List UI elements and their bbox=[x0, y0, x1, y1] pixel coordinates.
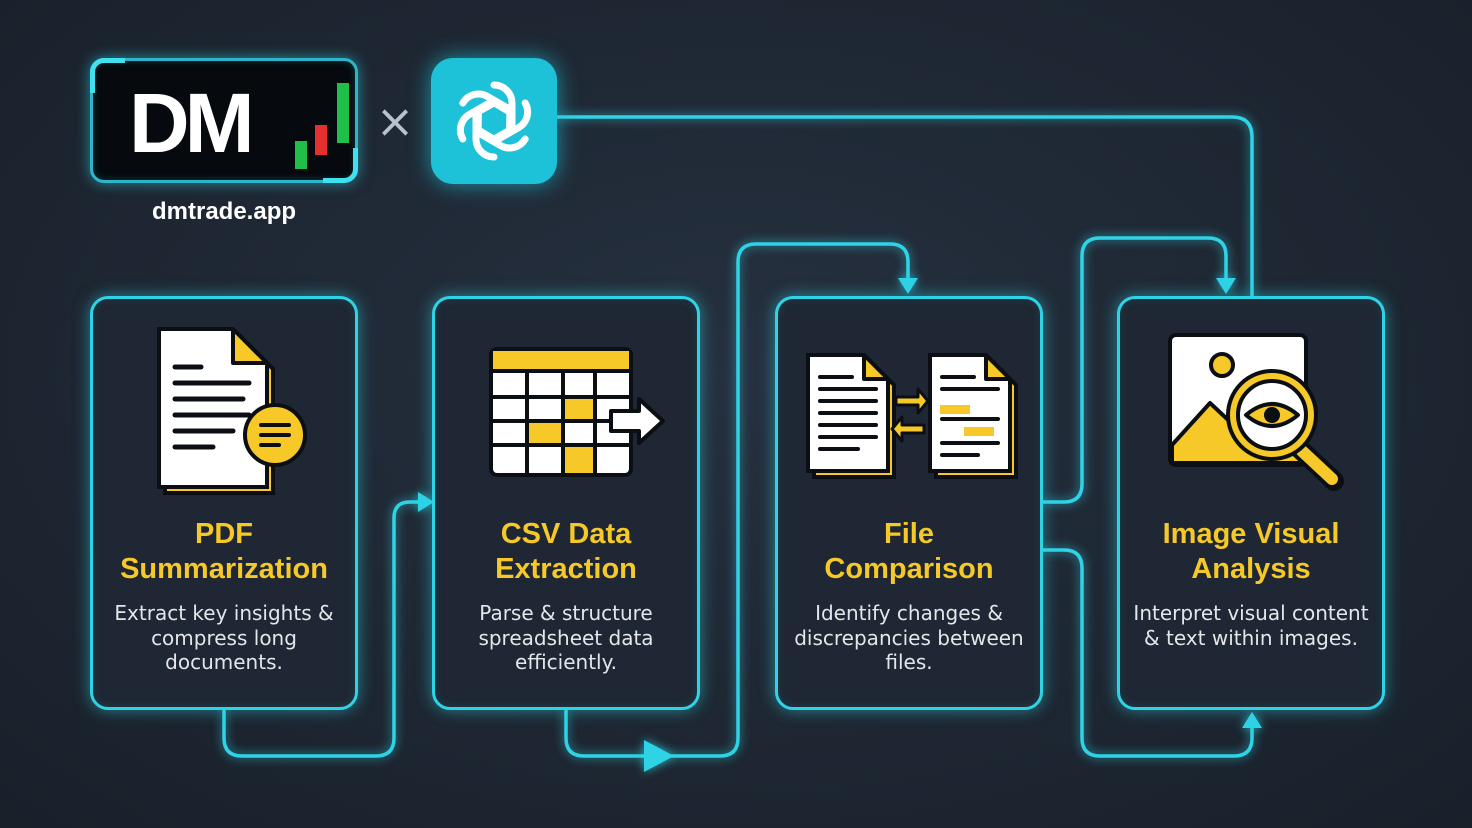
card-desc-line: & text within images. bbox=[1144, 625, 1358, 650]
connector-openai-to-image bbox=[555, 115, 1254, 298]
arrow-head-into-file bbox=[898, 278, 918, 294]
connector-file-to-image-bottom bbox=[1041, 548, 1254, 758]
card-desc-line: spreadsheet data bbox=[478, 625, 654, 650]
card-title-line: Image Visual bbox=[1162, 518, 1340, 550]
card-title-line: File bbox=[884, 518, 934, 550]
connector-csv-to-file bbox=[564, 242, 910, 758]
card-description: Identify changes & discrepancies between… bbox=[790, 601, 1028, 675]
logo-corner-accent bbox=[90, 58, 125, 93]
image-search-icon bbox=[1168, 333, 1344, 491]
card-desc-line: files. bbox=[885, 650, 933, 674]
times-separator: × bbox=[375, 94, 415, 148]
card-title-line: Summarization bbox=[120, 553, 328, 585]
logo-corner-accent bbox=[323, 148, 358, 183]
arrow-head-bottom-mid bbox=[644, 740, 674, 772]
card-file-comparison: File Comparison Identify changes & discr… bbox=[775, 296, 1043, 710]
pdf-document-icon bbox=[157, 327, 307, 495]
brand-url: dmtrade.app bbox=[151, 198, 297, 225]
card-title: PDF Summarization bbox=[99, 517, 349, 587]
openai-logo bbox=[431, 58, 557, 184]
logo-text: DM bbox=[129, 76, 255, 170]
file-compare-icon bbox=[806, 353, 1018, 479]
spreadsheet-icon bbox=[489, 347, 665, 477]
card-desc-line: Parse & structure bbox=[479, 601, 653, 625]
card-image-visual-analysis: Image Visual Analysis Interpret visual c… bbox=[1117, 296, 1385, 710]
card-description: Interpret visual content & text within i… bbox=[1132, 601, 1370, 650]
card-description: Parse & structure spreadsheet data effic… bbox=[447, 601, 685, 675]
card-title-line: Extraction bbox=[495, 553, 637, 585]
card-desc-line: efficiently. bbox=[515, 650, 617, 674]
card-title-line: Comparison bbox=[824, 553, 994, 585]
card-desc-line: compress long bbox=[151, 625, 297, 650]
card-desc-line: Interpret visual content bbox=[1133, 601, 1369, 625]
card-title-line: PDF bbox=[195, 518, 253, 550]
arrow-head-into-csv bbox=[418, 492, 434, 512]
dmtrade-logo: DM bbox=[90, 58, 358, 183]
card-desc-line: discrepancies between bbox=[794, 625, 1024, 650]
card-title-line: CSV Data bbox=[500, 518, 632, 550]
card-title: Image Visual Analysis bbox=[1126, 517, 1376, 587]
card-desc-line: Identify changes & bbox=[815, 601, 1003, 625]
card-title-line: Analysis bbox=[1191, 553, 1311, 585]
arrow-head-into-image-bottom bbox=[1242, 712, 1262, 728]
arrow-head-into-image-top bbox=[1216, 278, 1236, 294]
card-description: Extract key insights & compress long doc… bbox=[105, 601, 343, 675]
card-title: File Comparison bbox=[784, 517, 1034, 587]
connector-file-to-image-top bbox=[1041, 236, 1228, 504]
candlestick-bars-icon bbox=[295, 83, 349, 169]
card-desc-line: Extract key insights & bbox=[114, 601, 334, 625]
card-pdf-summarization: PDF Summarization Extract key insights &… bbox=[90, 296, 358, 710]
connector-pdf-to-csv bbox=[222, 500, 428, 758]
openai-icon bbox=[456, 81, 532, 161]
card-csv-data-extraction: CSV Data Extraction Parse & structure sp… bbox=[432, 296, 700, 710]
card-desc-line: documents. bbox=[165, 650, 283, 674]
card-title: CSV Data Extraction bbox=[441, 517, 691, 587]
